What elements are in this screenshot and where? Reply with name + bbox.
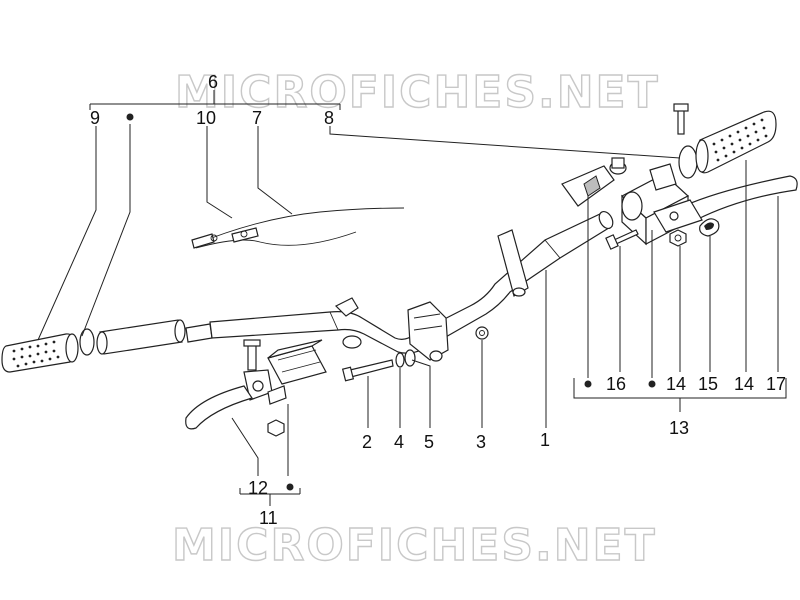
callout-4: 4 bbox=[394, 432, 404, 452]
watermark-bottom: MICROFICHES.NET bbox=[172, 520, 657, 571]
throttle-cables bbox=[191, 207, 405, 249]
callout-14a: 14 bbox=[666, 374, 686, 394]
callout-9: 9 bbox=[90, 108, 100, 128]
callout-2: 2 bbox=[362, 432, 372, 452]
screw-2 bbox=[341, 359, 394, 382]
leader-dot-12 bbox=[286, 483, 294, 491]
clip-15 bbox=[699, 218, 720, 237]
grip-washer bbox=[79, 328, 95, 356]
callout-labels: 6 9 10 7 8 16 14 15 14 17 13 2 4 5 3 1 1… bbox=[90, 72, 786, 528]
nut-14 bbox=[669, 229, 687, 247]
brake-master-cylinder-center bbox=[407, 301, 449, 362]
callout-7: 7 bbox=[252, 108, 262, 128]
callout-13: 13 bbox=[669, 418, 689, 438]
handlebar bbox=[209, 210, 614, 354]
leader-dot-top bbox=[126, 113, 134, 121]
washer-4 bbox=[395, 352, 405, 368]
callout-5: 5 bbox=[424, 432, 434, 452]
leader-dot-16 bbox=[584, 380, 592, 388]
callout-16: 16 bbox=[606, 374, 626, 394]
nut-5 bbox=[404, 349, 416, 367]
callout-11: 11 bbox=[259, 508, 278, 528]
left-grip bbox=[1, 333, 79, 373]
bolt-16 bbox=[605, 229, 639, 250]
callout-10: 10 bbox=[196, 108, 216, 128]
callout-14b: 14 bbox=[734, 374, 754, 394]
callout-8: 8 bbox=[324, 108, 334, 128]
nut-3 bbox=[475, 326, 489, 340]
leader-dot-14 bbox=[648, 380, 656, 388]
callout-17: 17 bbox=[766, 374, 786, 394]
watermark-top: MICROFICHES.NET bbox=[175, 67, 660, 118]
right-brake-lever bbox=[653, 175, 798, 233]
right-grip bbox=[673, 103, 777, 179]
callout-6: 6 bbox=[208, 72, 218, 92]
callout-3: 3 bbox=[476, 432, 486, 452]
throttle-sleeve bbox=[96, 319, 213, 355]
leader-lines bbox=[37, 90, 787, 506]
lever-bracket bbox=[561, 157, 627, 207]
callout-15: 15 bbox=[698, 374, 718, 394]
callout-12: 12 bbox=[248, 478, 268, 498]
callout-1: 1 bbox=[540, 430, 550, 450]
left-brake-lever-assembly bbox=[185, 339, 327, 437]
